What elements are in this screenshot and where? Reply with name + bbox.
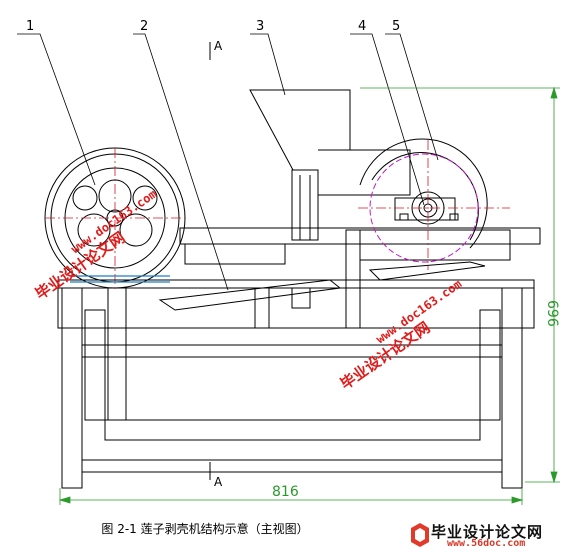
width-dimension-label: 816 <box>272 484 299 500</box>
part-label-2: 2 <box>140 19 148 34</box>
logo-url: www.56doc.com <box>447 538 526 549</box>
belt <box>70 275 170 283</box>
part-label-3: 3 <box>256 19 264 34</box>
section-mark-top: A <box>214 39 223 53</box>
height-dimension-lines <box>360 86 560 484</box>
figure-caption: 图 2-1 莲子剥壳机结构示意（主视图） <box>101 522 309 536</box>
logo-title: 毕业设计论文网 <box>431 523 544 541</box>
rotor <box>359 138 488 249</box>
height-dimension-label: 696 <box>544 300 560 327</box>
site-logo-icon <box>411 523 429 547</box>
rotor-phantom <box>369 153 479 263</box>
center-lines <box>45 140 510 290</box>
part-label-5: 5 <box>392 19 400 34</box>
watermark-right: 毕业设计论文网 www.doc163.com <box>337 277 464 394</box>
upper-beam <box>179 227 541 265</box>
chute <box>68 261 486 311</box>
hopper <box>249 89 411 241</box>
part-label-1: 1 <box>26 19 34 34</box>
part-label-4: 4 <box>358 19 366 34</box>
section-mark-bottom: A <box>214 475 223 489</box>
leader-lines <box>17 33 439 291</box>
width-dimension-lines <box>58 488 524 505</box>
